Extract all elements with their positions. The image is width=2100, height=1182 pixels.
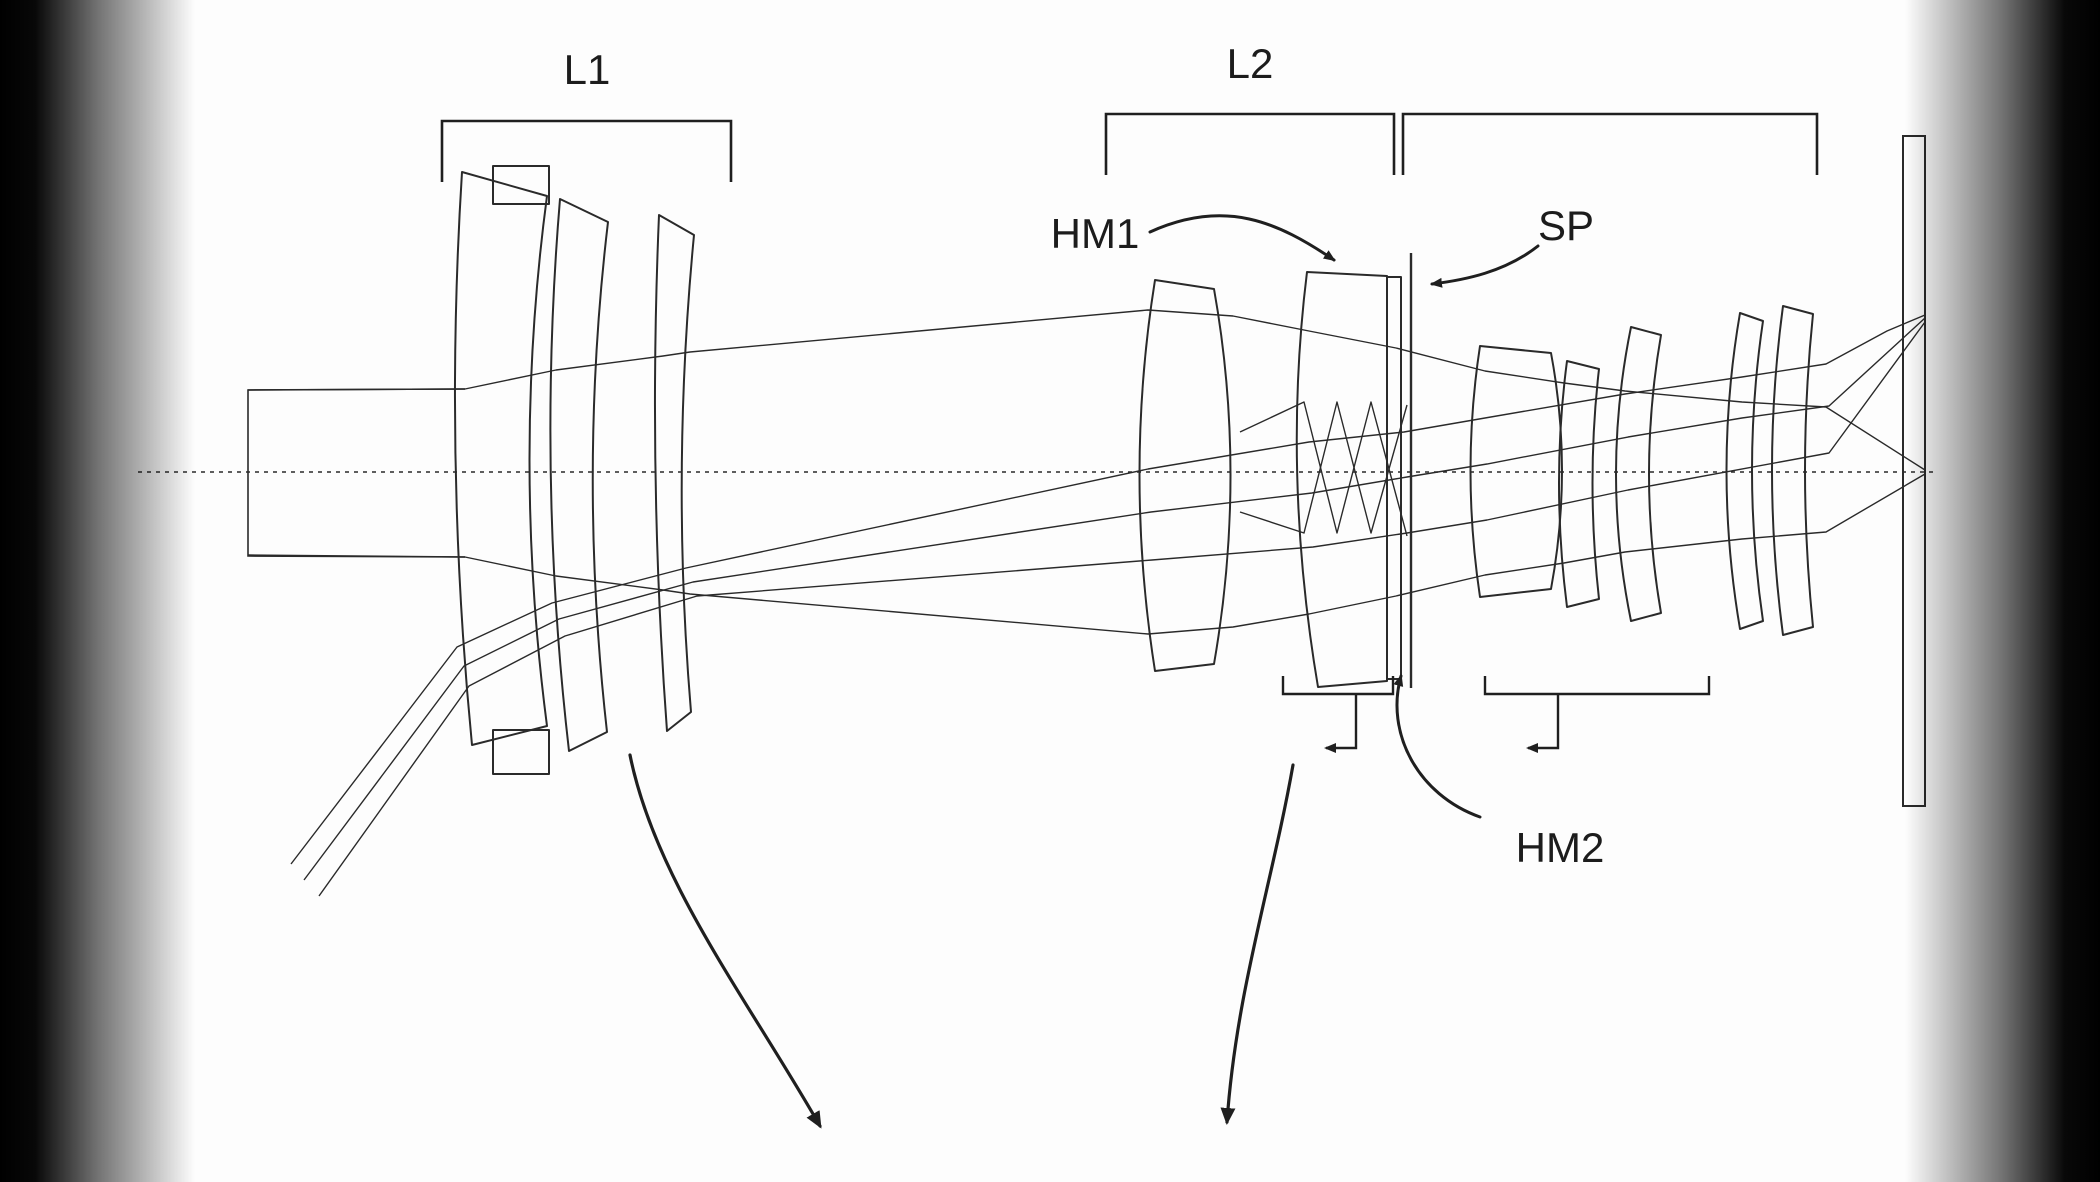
lens-element-8 bbox=[1615, 326, 1662, 622]
bottom-bracket-2 bbox=[1483, 676, 1711, 696]
bracket-rear-group bbox=[1401, 112, 1819, 175]
front-lens-group bbox=[453, 165, 695, 775]
movement-arrows bbox=[628, 753, 1295, 1129]
label-l2: L2 bbox=[1227, 40, 1274, 87]
sp-leader-arrow bbox=[1430, 244, 1540, 288]
input-beam bbox=[247, 388, 466, 558]
lens-element-1 bbox=[453, 171, 548, 746]
label-l1: L1 bbox=[564, 46, 611, 93]
ray-crossing-2 bbox=[1239, 401, 1408, 534]
lens-mount-tab-top bbox=[492, 165, 550, 205]
group2-movement-arrow bbox=[1220, 763, 1295, 1125]
lens-element-4 bbox=[1138, 279, 1232, 672]
ray-oblique-1 bbox=[290, 314, 1926, 865]
middle-lens-group bbox=[1138, 253, 1413, 688]
ray-crossing-1 bbox=[1239, 401, 1408, 537]
bottom-bracket-1 bbox=[1281, 676, 1395, 696]
group-brackets bbox=[440, 112, 1819, 182]
rear-lens-group bbox=[1469, 305, 1814, 636]
hm1-leader-arrow bbox=[1148, 214, 1336, 262]
lens-element-10 bbox=[1771, 305, 1814, 636]
bottom-bracket-1-arrow bbox=[1324, 694, 1358, 753]
group1-movement-arrow bbox=[628, 753, 822, 1129]
ray-axial-bottom bbox=[247, 473, 1926, 635]
lens-element-6 bbox=[1469, 345, 1563, 598]
ray-axial-top bbox=[247, 309, 1926, 471]
label-sp: SP bbox=[1538, 202, 1594, 249]
diagram-labels: L1 L2 HM1 SP HM2 bbox=[564, 40, 1605, 871]
lens-mount-tab-bottom bbox=[492, 729, 550, 775]
bottom-brackets bbox=[1281, 676, 1711, 753]
bracket-l2 bbox=[1104, 112, 1396, 175]
ray-oblique-2 bbox=[303, 317, 1926, 881]
lens-element-7 bbox=[1558, 360, 1600, 608]
lens-element-2 bbox=[549, 198, 609, 752]
lens-element-5-hm1 bbox=[1295, 271, 1388, 688]
lens-element-3 bbox=[653, 214, 695, 732]
ray-oblique-3 bbox=[318, 321, 1926, 897]
label-hm1: HM1 bbox=[1051, 210, 1140, 257]
lens-element-9 bbox=[1725, 312, 1764, 630]
hm2-leader-arrow bbox=[1393, 674, 1482, 819]
ray-traces bbox=[247, 309, 1926, 897]
bracket-l1 bbox=[440, 119, 733, 182]
annotation-arrows bbox=[1148, 214, 1540, 819]
label-hm2: HM2 bbox=[1516, 824, 1605, 871]
bottom-bracket-2-arrow bbox=[1526, 694, 1560, 753]
image-plane bbox=[1902, 135, 1926, 807]
